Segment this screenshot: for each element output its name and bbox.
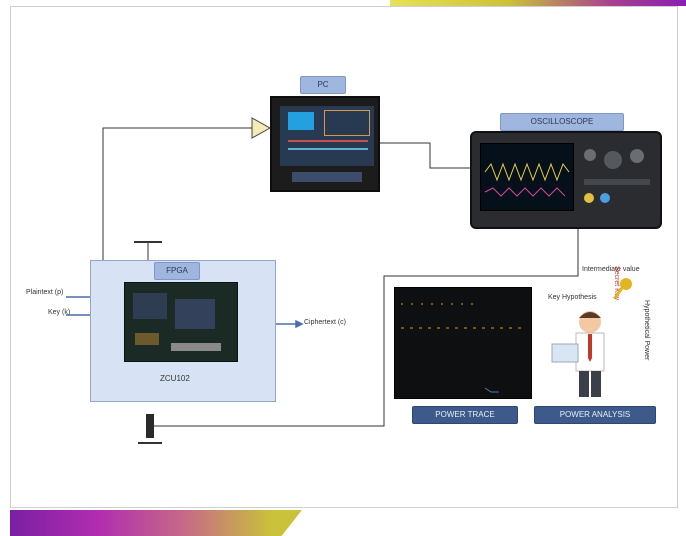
- hypothetical-power-label: Hypothetical Power: [643, 300, 650, 361]
- plaintext-label: Plaintext (p): [26, 289, 64, 296]
- pc-label: PC: [300, 76, 346, 94]
- board-name: ZCU102: [160, 374, 190, 383]
- key-label: Key (k): [48, 309, 71, 316]
- top-accent-bar: [390, 0, 686, 6]
- amplifier-icon: [251, 117, 272, 139]
- fpga-board: [124, 282, 238, 362]
- ground-icon: [138, 414, 162, 444]
- oscilloscope-device: [470, 131, 662, 229]
- oscilloscope-label: OSCILLOSCOPE: [500, 113, 624, 131]
- key-hypothesis-label: Key Hypothesis: [548, 294, 597, 301]
- power-analysis-label: POWER ANALYSIS: [534, 406, 656, 424]
- power-trace-label: POWER TRACE: [412, 406, 518, 424]
- intermediate-value-label: Intermediate value: [582, 266, 640, 273]
- fpga-label: FPGA: [154, 262, 200, 280]
- ciphertext-label: Ciphertext (c): [304, 319, 347, 326]
- key-icon: [613, 278, 632, 299]
- power-trace-plot: [394, 287, 532, 399]
- oscilloscope-screen: [480, 143, 574, 211]
- bottom-accent-bar: [10, 510, 302, 536]
- pc-computer: [270, 96, 380, 192]
- pc-screen: [280, 106, 374, 166]
- analyst-person-icon: [551, 311, 605, 397]
